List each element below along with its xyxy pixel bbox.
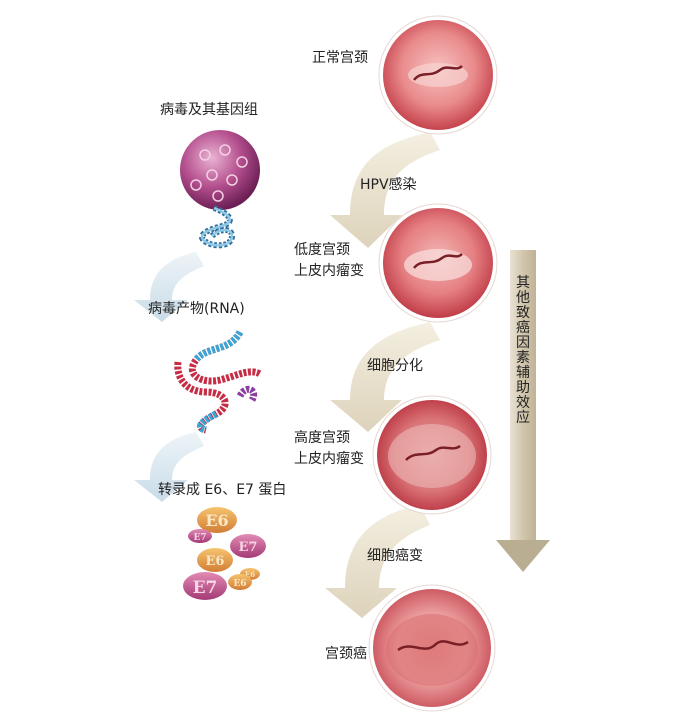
stage-high-grade-label: 高度宫颈 上皮内瘤变 [294, 430, 364, 467]
protein-label: E6 [205, 511, 228, 530]
cervix-normal [378, 15, 498, 135]
protein-label: E6 [206, 554, 225, 569]
transition-hpv-label: HPV感染 [360, 177, 417, 193]
protein-label: E7 [193, 578, 218, 598]
virus-particle [180, 130, 260, 210]
transition-arrow-2 [330, 322, 440, 432]
virus-genome-label: 病毒及其基因组 [160, 102, 258, 118]
protein-label: E6 [233, 579, 246, 589]
protein-e6-1: E6 [197, 507, 237, 533]
stage-cancer-label: 宫颈癌 [325, 646, 367, 662]
protein-e7-1: E7 [188, 529, 212, 543]
protein-e6-2: E6 [197, 548, 233, 572]
stage-normal-label: 正常宫颈 [312, 50, 368, 66]
protein-label: E7 [239, 540, 258, 555]
protein-transcription-label: 转录成 E6、E7 蛋白 [158, 482, 287, 498]
cervix-cancer [368, 584, 496, 712]
protein-e6-4: E6 [228, 574, 252, 590]
transition-arrow-3 [325, 505, 430, 618]
viral-genome [199, 205, 236, 249]
protein-label: E6 [245, 570, 255, 579]
viral-product-label: 病毒产物(RNA) [148, 301, 245, 317]
protein-e7-2: E7 [230, 534, 266, 558]
rna-strand [174, 330, 262, 434]
protein-e7-3: E7 [183, 572, 227, 600]
transition-differentiation-label: 细胞分化 [367, 358, 423, 374]
virus-arrow-2 [134, 432, 204, 502]
protein-label: E7 [193, 533, 206, 543]
cofactor-label: 其他致癌因素辅助效应 [516, 275, 530, 426]
cofactor-arrow [496, 250, 550, 572]
transition-arrow-1 [330, 132, 440, 248]
stage-low-grade-label: 低度宫颈 上皮内瘤变 [294, 242, 364, 279]
cervix-high-grade [372, 395, 492, 515]
virus-arrow-1 [134, 252, 204, 322]
cervix-low-grade [378, 203, 498, 323]
transition-carcinogenesis-label: 细胞癌变 [367, 548, 423, 564]
